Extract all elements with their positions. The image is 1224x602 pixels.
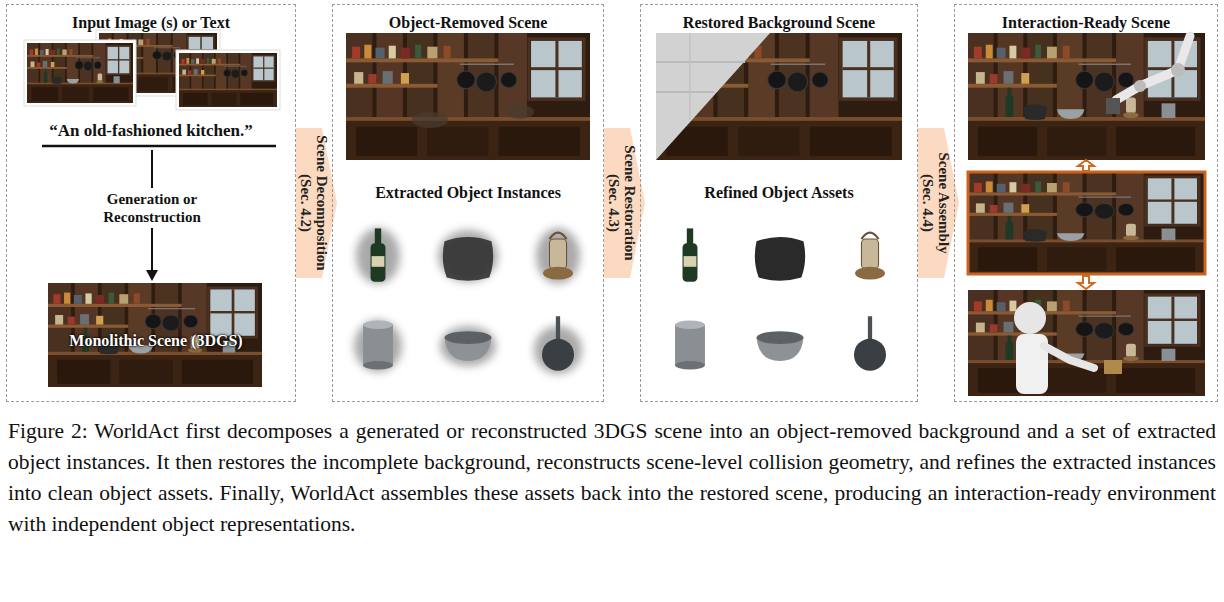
stage-panel: Restored Background SceneRefined Object …	[640, 4, 918, 402]
connector-label: Scene Decomposition (Sec. 4.2)	[298, 133, 330, 273]
robot-arm-scene	[968, 33, 1205, 160]
panel-title: Interaction-Ready Scene	[959, 13, 1213, 32]
connector-band	[296, 128, 337, 278]
prompt-text: “An old-fashioned kitchen.”	[6, 121, 296, 141]
restored-background-image	[656, 33, 902, 160]
connector-band	[918, 128, 959, 278]
image-caption: Monolithic Scene (3DGS)	[53, 331, 259, 350]
connector-label: Scene Assembly (Sec. 4.4)	[920, 150, 952, 256]
stage-connector	[296, 128, 337, 278]
humanoid-scene	[968, 290, 1205, 396]
arrow-label: Generation or Reconstruction	[100, 188, 204, 228]
monolithic-scene-image	[48, 283, 262, 387]
figure-caption: Figure 2: WorldAct first decomposes a ge…	[8, 416, 1216, 540]
panel-title: Input Image (s) or Text	[11, 13, 291, 32]
panel-title: Extracted Object Instances	[337, 183, 599, 202]
input-photos	[24, 30, 280, 110]
orange-arrows	[1078, 160, 1094, 289]
refined-objects	[675, 228, 886, 370]
stage-connector	[918, 128, 959, 278]
connector-band	[604, 128, 645, 278]
panel-title: Object-Removed Scene	[337, 13, 599, 32]
stage-panel: Object-Removed SceneExtracted Object Ins…	[332, 4, 604, 402]
quote-underline	[42, 145, 276, 148]
image-node: Monolithic Scene (3DGS)	[49, 283, 263, 387]
stage-connector	[604, 128, 645, 278]
stage-panel: Interaction-Ready Scene	[954, 4, 1218, 402]
object-removed-image	[346, 33, 590, 160]
panel-title: Restored Background Scene	[645, 13, 913, 32]
panel-title: Refined Object Assets	[645, 183, 913, 202]
connector-label: Scene Restoration (Sec. 4.3)	[606, 143, 638, 263]
extracted-objects	[354, 228, 582, 374]
assembled-scene	[968, 172, 1205, 274]
